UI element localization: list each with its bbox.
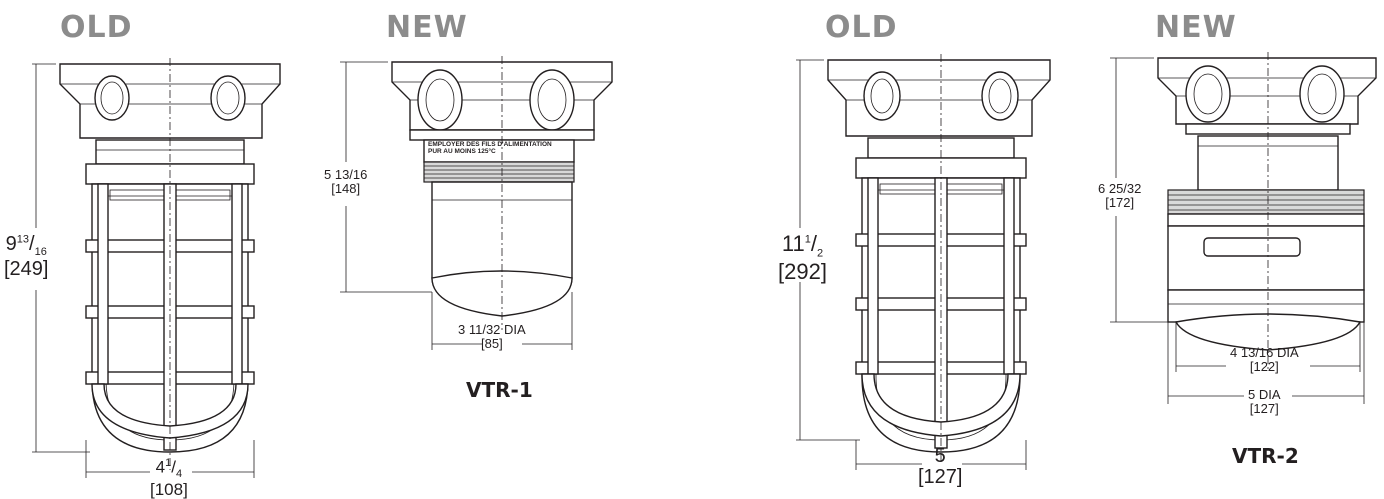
old-1-width-dimension: 41/4 [108] xyxy=(150,457,188,499)
vtr-1-height-dimension: 5 13/16 [148] xyxy=(324,167,368,196)
vtr-2-dia1-dimension: 4 13/16 DIA [122] xyxy=(1230,345,1299,374)
vtr-1-model-label: VTR-1 xyxy=(466,378,533,402)
vtr-1-drawing xyxy=(340,56,613,350)
vtr-2-drawing xyxy=(1110,52,1377,404)
vtr-2-height-dimension: 6 25/32 [172] xyxy=(1098,181,1142,210)
vtr-1-dia-dimension: 3 11/32 DIA [85] xyxy=(458,322,526,351)
old-fixture-1-drawing xyxy=(32,58,281,478)
old-1-height-dimension: 913/16 [249] xyxy=(4,233,49,280)
new-header-1: NEW xyxy=(386,10,468,45)
new-header-2: NEW xyxy=(1155,10,1237,45)
vtr-2-dia2-dimension: 5 DIA [127] xyxy=(1248,387,1281,416)
old-2-height-dimension: 111/2 [292] xyxy=(778,231,827,284)
old-fixture-2-drawing xyxy=(796,54,1051,470)
old-header-1: OLD xyxy=(60,10,133,45)
old-2-width-dimension: 5 [127] xyxy=(918,445,963,488)
old-header-2: OLD xyxy=(825,10,898,45)
vtr-2-model-label: VTR-2 xyxy=(1232,444,1299,468)
vtr-1-label-text: EMPLOYER DES FILS D'ALIMENTATION PUR AU … xyxy=(428,141,552,155)
